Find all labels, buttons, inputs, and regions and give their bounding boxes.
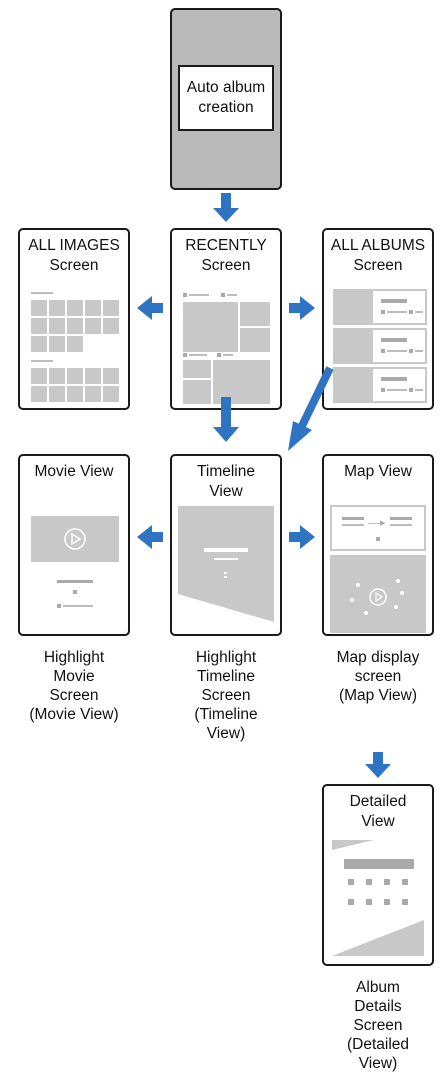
map-area [330, 555, 426, 633]
detailed-view-title-line1: Detailed [349, 793, 407, 810]
arrow-down-to-recently [213, 193, 239, 222]
label-dot [221, 293, 225, 297]
arrow-right-to-map [289, 525, 315, 549]
arrow-diagonal-shaft [298, 366, 334, 428]
movie-thumbnail [31, 516, 119, 562]
movie-view-title: Movie View [34, 463, 114, 480]
detail-top-wedge [332, 840, 374, 850]
all-albums-screen: ALL ALBUMS Screen [322, 228, 434, 410]
recently-title-line2: Screen [201, 257, 251, 274]
all-albums-title-line1: ALL ALBUMS [330, 237, 426, 254]
caption-map: Map display screen (Map View) [336, 649, 420, 704]
recent-photo-small [183, 360, 211, 378]
detailed-view-screen: Detailed View [322, 784, 434, 966]
movie-view-screen: Movie View [18, 454, 130, 636]
timeline-view-title-line1: Timeline [197, 463, 255, 480]
detail-dots [348, 879, 412, 909]
label-bar [189, 294, 209, 296]
detailed-view-title-line2: View [361, 813, 395, 830]
recently-title-line1: RECENTLY [185, 237, 267, 254]
recent-photo-small [183, 380, 211, 404]
album-row [333, 367, 427, 403]
label-bar [189, 354, 207, 356]
detail-title-bar [344, 859, 414, 869]
caption-movie: Highlight Movie Screen (Movie View) [29, 649, 119, 723]
all-images-screen: ALL IMAGES Screen [18, 228, 130, 410]
caption-timeline: Highlight Timeline Screen (Timeline View… [194, 649, 258, 742]
auto-album-label-line2: creation [198, 99, 254, 116]
map-view-title: Map View [344, 463, 412, 480]
arrow-left-to-movie [137, 525, 163, 549]
all-images-title-line1: ALL IMAGES [28, 237, 120, 254]
image-grid-1 [31, 300, 119, 356]
timeline-image [178, 506, 274, 622]
label-bar [63, 605, 93, 607]
album-row [333, 289, 427, 325]
arrow-diagonal-head [288, 421, 312, 451]
play-icon [64, 528, 86, 550]
label-bar [227, 294, 237, 296]
label-dot [73, 590, 77, 594]
image-grid-2 [31, 368, 119, 402]
label-bar [223, 354, 233, 356]
auto-album-phone: Auto album creation [170, 8, 282, 190]
recent-photo-small [240, 302, 270, 326]
caption-detailed: Album Details Screen (Detailed View) [346, 979, 410, 1072]
recent-photo-large [213, 360, 270, 404]
arrow-down-to-detailed [365, 752, 391, 778]
recent-photo-large [183, 302, 238, 352]
timeline-view-screen: Timeline View [170, 454, 282, 636]
detail-bottom-wedge [332, 920, 424, 956]
auto-album-label-line1: Auto album [186, 79, 266, 96]
auto-album-creation-box: Auto album creation [178, 65, 274, 131]
all-images-title-line2: Screen [49, 257, 99, 274]
arrow-left-to-all-images [137, 296, 163, 320]
date-label-bar [31, 292, 53, 294]
date-label-bar [31, 360, 53, 362]
album-row [333, 328, 427, 364]
label-dot [183, 353, 187, 357]
label-dot [183, 293, 187, 297]
map-points [350, 579, 404, 615]
arrow-right-to-all-albums [289, 296, 315, 320]
route-card: ▶ [330, 505, 426, 551]
all-albums-title-line2: Screen [353, 257, 403, 274]
label-dot [217, 353, 221, 357]
map-view-screen: Map View ▶ [322, 454, 434, 636]
recent-photo-small [240, 328, 270, 352]
arrow-down-to-timeline [213, 397, 239, 442]
label-dot [57, 604, 61, 608]
timeline-view-title-line2: View [209, 483, 243, 500]
recently-screen: RECENTLY Screen [170, 228, 282, 410]
movie-title-bar [57, 580, 93, 583]
